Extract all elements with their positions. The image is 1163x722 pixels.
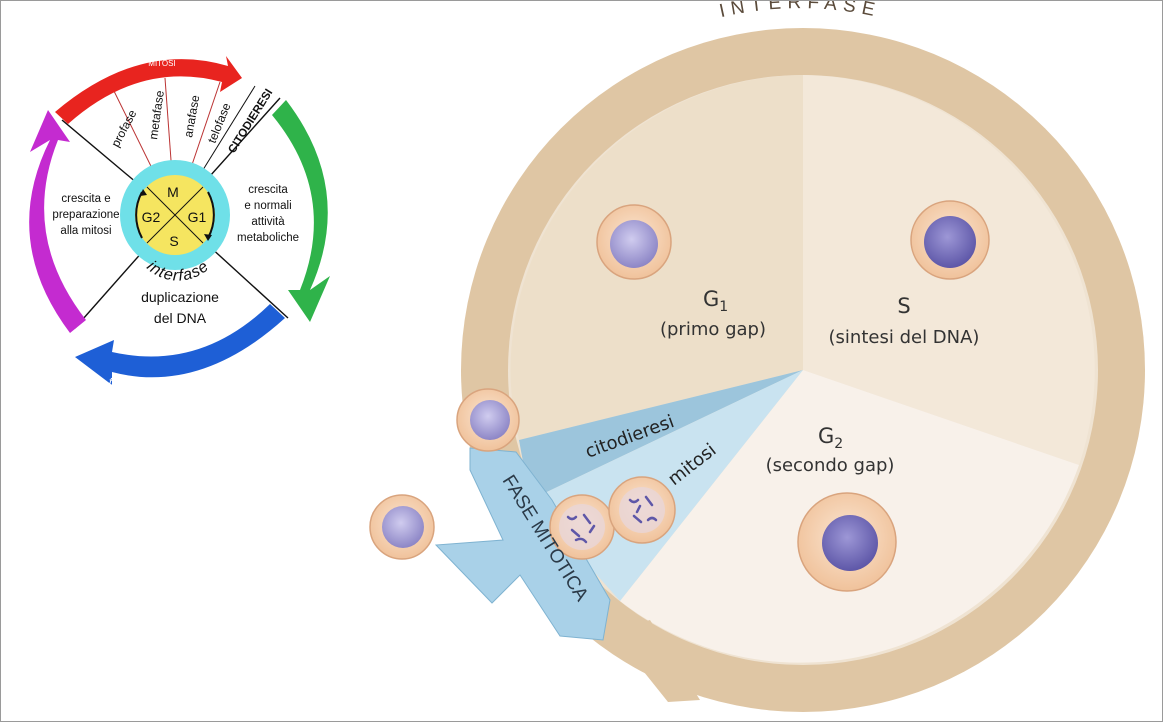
center-g2: G2	[142, 209, 161, 225]
s-description: (sintesi del DNA)	[829, 327, 980, 348]
dividing-cell	[549, 476, 676, 560]
cell-g1	[596, 204, 672, 280]
right-text-3: attività	[251, 216, 285, 228]
cell-s	[910, 200, 990, 280]
svg-text:Seconda fase di crescita: Seconda fase di crescita	[4, 214, 34, 314]
small-cycle-diagram: MITOSI prima fase di crescita fase di si…	[4, 56, 358, 394]
svg-text:INTERFASE: INTERFASE	[717, 0, 882, 22]
bottom-text-2: del DNA	[154, 310, 207, 326]
interfase-ring-arrow	[612, 620, 700, 702]
seconda-fase-arrow	[29, 110, 86, 333]
svg-text:fase di sintesi: fase di sintesi	[107, 376, 174, 394]
s-label: S	[897, 294, 910, 318]
g2-description: (secondo gap)	[766, 455, 895, 476]
fase-mitotica-arrow	[434, 447, 611, 641]
left-text-1: crescita e	[61, 193, 110, 205]
sector-citodieresi	[519, 370, 803, 500]
anafase-label: anafase	[181, 94, 202, 139]
g1-label: G1	[703, 287, 728, 315]
cell-g2	[797, 492, 897, 592]
interfase-label: INTERFASE	[717, 0, 876, 22]
center-g1: G1	[188, 209, 207, 225]
cell-leaving-ring	[456, 388, 520, 452]
cell-daughter-outside	[369, 494, 435, 560]
seconda-fase-label: Seconda fase di crescita	[4, 214, 34, 314]
bottom-text-1: duplicazione	[141, 289, 219, 305]
left-text-2: preparazione	[52, 209, 119, 221]
left-text-3: alla mitosi	[60, 225, 111, 237]
right-text-1: crescita	[248, 184, 288, 196]
profase-label: profase	[108, 107, 139, 149]
center-s: S	[169, 233, 178, 249]
big-cycle-diagram: INTERFASE	[369, 0, 1145, 712]
g1-description: (primo gap)	[660, 319, 766, 340]
telofase-label: telofase	[205, 101, 234, 146]
center-m: M	[167, 184, 179, 200]
mitosi-arc-label: MITOSI	[148, 59, 175, 68]
right-text-4: metaboliche	[237, 232, 299, 244]
right-text-2: e normali	[244, 200, 291, 212]
fase-sintesi-arrow	[75, 304, 285, 385]
prima-fase-arrow	[272, 100, 330, 322]
mitosi-arrow	[55, 56, 242, 124]
citodieresi-small-label: CITODIERESI	[226, 87, 275, 156]
fase-sintesi-label: fase di sintesi	[107, 376, 174, 394]
g2-label: G2	[818, 424, 843, 452]
metafase-label: metafase	[146, 89, 167, 140]
